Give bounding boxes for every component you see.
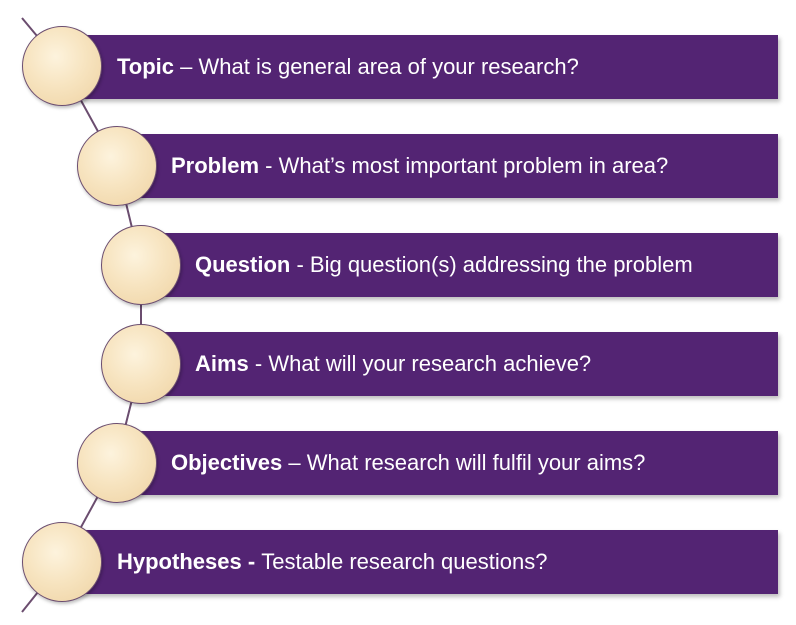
step-description: Big question(s) addressing the problem [309, 252, 693, 277]
step-description: What will your research achieve? [268, 351, 592, 376]
step-description: Testable research questions? [261, 549, 548, 574]
step-separator: – [174, 54, 199, 79]
step-description: What research will fulfil your aims? [306, 450, 646, 475]
step-bar-problem: Problem - What’s most important problem … [127, 134, 778, 198]
step-separator: - [290, 252, 310, 277]
step-term: Objectives [171, 450, 283, 475]
step-circle-topic [22, 26, 102, 106]
step-bar-topic: Topic – What is general area of your res… [72, 35, 778, 99]
step-description: What is general area of your research? [198, 54, 579, 79]
step-term: Question [195, 252, 291, 277]
step-bar-question: Question - Big question(s) addressing th… [151, 233, 778, 297]
step-circle-hypotheses [22, 522, 102, 602]
step-circle-aims [101, 324, 181, 404]
step-bar-aims: Aims - What will your research achieve? [151, 332, 778, 396]
step-circle-problem [77, 126, 157, 206]
step-term: Hypotheses - [117, 549, 256, 574]
step-bar-hypotheses: Hypotheses - Testable research questions… [72, 530, 778, 594]
step-circle-objectives [77, 423, 157, 503]
step-separator: - [259, 153, 279, 178]
step-separator: – [282, 450, 307, 475]
step-description: What’s most important problem in area? [278, 153, 669, 178]
step-bar-objectives: Objectives – What research will fulfil y… [127, 431, 778, 495]
step-term: Aims [195, 351, 249, 376]
step-term: Topic [117, 54, 175, 79]
step-term: Problem [171, 153, 260, 178]
step-circle-question [101, 225, 181, 305]
step-separator: - [248, 351, 269, 376]
